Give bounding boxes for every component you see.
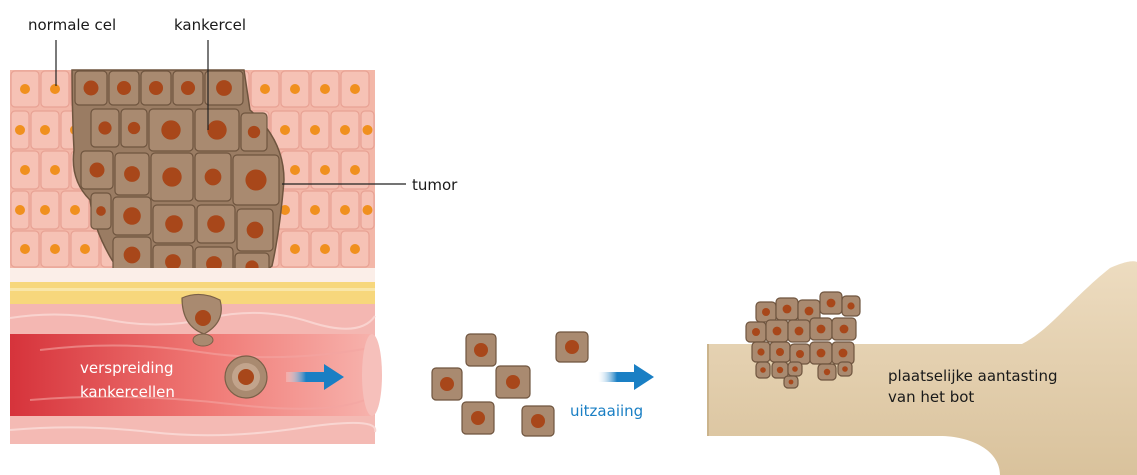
cancer-cell [197, 205, 235, 243]
metastasis-label: uitzaaiing [570, 402, 643, 420]
bone-cancer-cell [772, 362, 788, 378]
cancer-cell [81, 151, 113, 189]
spread-label-line1: verspreiding [80, 359, 174, 377]
cancer-cell [91, 193, 111, 229]
arrow-right-icon [598, 364, 654, 390]
bone-cancer-cell [770, 342, 790, 362]
free-cancer-cell [522, 406, 554, 436]
normal-cell [311, 151, 339, 189]
normal-cell [361, 191, 374, 229]
normal-cell [251, 71, 279, 107]
spread-label-line2: kankercellen [80, 383, 175, 401]
vessel-wall-bottom [10, 416, 375, 444]
normal-cell [281, 231, 309, 267]
circulating-cancer-cell [225, 356, 267, 398]
cancer-cell [237, 209, 273, 251]
tumor-label: tumor [412, 176, 458, 194]
cancer-cell [151, 153, 193, 201]
normal-cell [301, 111, 329, 149]
normal-cell [61, 191, 89, 229]
cancer-cell [173, 71, 203, 105]
cancer-cell [141, 71, 171, 105]
normal-cell [341, 231, 369, 267]
cancer-cell [149, 109, 193, 151]
bone-label-line1: plaatselijke aantasting [888, 367, 1058, 385]
normal-cell [281, 151, 309, 189]
normal-cell [11, 111, 29, 149]
normal-cell [301, 191, 329, 229]
normal-cell [361, 111, 374, 149]
cancer-cell [233, 155, 279, 205]
free-cancer-cell [466, 334, 496, 366]
cancer-cell [121, 109, 147, 147]
bone-cancer-cell [810, 318, 832, 340]
bone-cancer-cell [832, 342, 854, 364]
free-cancer-cell [462, 402, 494, 434]
cancer-cell [205, 71, 243, 105]
cancer-cell [113, 237, 151, 273]
normal-cell [341, 71, 369, 107]
normal-cell [41, 151, 69, 189]
metastasizing-cells [432, 332, 588, 436]
bone-cancer-cell [810, 342, 832, 364]
normal-cell [311, 231, 339, 267]
free-cancer-cell [556, 332, 588, 362]
normal-cell [41, 71, 69, 107]
bone-cancer-cell [818, 364, 836, 380]
cancer-cell [195, 153, 231, 201]
bone-cancer-cell [766, 320, 788, 342]
normal-cell [11, 151, 39, 189]
cancer-cell [115, 153, 149, 195]
bone-cancer-cell [746, 322, 766, 342]
cancer-cell [113, 197, 151, 235]
normal-cell [11, 71, 39, 107]
normal-cell [11, 191, 29, 229]
basement-membrane-white [10, 268, 375, 282]
bone-cancer-cell [788, 362, 802, 376]
normal-cell [281, 71, 309, 107]
cancer-cell [195, 109, 239, 151]
cancer-cell [109, 71, 139, 105]
bone-cancer-cell [756, 362, 770, 378]
cancer-cell [241, 113, 267, 151]
normal-cell [331, 111, 359, 149]
normal-cell [71, 231, 99, 267]
bone-cancer-cell [756, 302, 776, 322]
bone-label-line2: van het bot [888, 388, 974, 406]
cancer-cell-label: kankercel [174, 16, 246, 34]
bone: plaatselijke aantasting van het bot [708, 261, 1137, 475]
cancer-cell [153, 205, 195, 243]
cancer-cell [91, 109, 119, 147]
bone-cancer-cell [776, 298, 798, 320]
cancer-cell [75, 71, 107, 105]
bone-cancer-cell [838, 362, 852, 376]
free-cancer-cell [496, 366, 530, 398]
bone-cancer-cell [752, 342, 770, 362]
normal-cell [331, 191, 359, 229]
normal-cell [41, 231, 69, 267]
normal-cell [341, 151, 369, 189]
free-cancer-cell [432, 368, 462, 400]
normal-cell [31, 111, 59, 149]
bone-cancer-cell [784, 376, 798, 388]
normal-cell-label: normale cel [28, 16, 116, 34]
bone-cancer-cell [788, 320, 810, 342]
bone-cancer-cell [832, 318, 856, 340]
bone-cancer-cell [790, 344, 810, 364]
normal-cell [11, 231, 39, 267]
tissue-block: verspreiding kankercellen [10, 70, 382, 444]
bone-cancer-cell [842, 296, 860, 316]
normal-cell [31, 191, 59, 229]
bone-cancer-cell [820, 292, 842, 314]
normal-cell [311, 71, 339, 107]
